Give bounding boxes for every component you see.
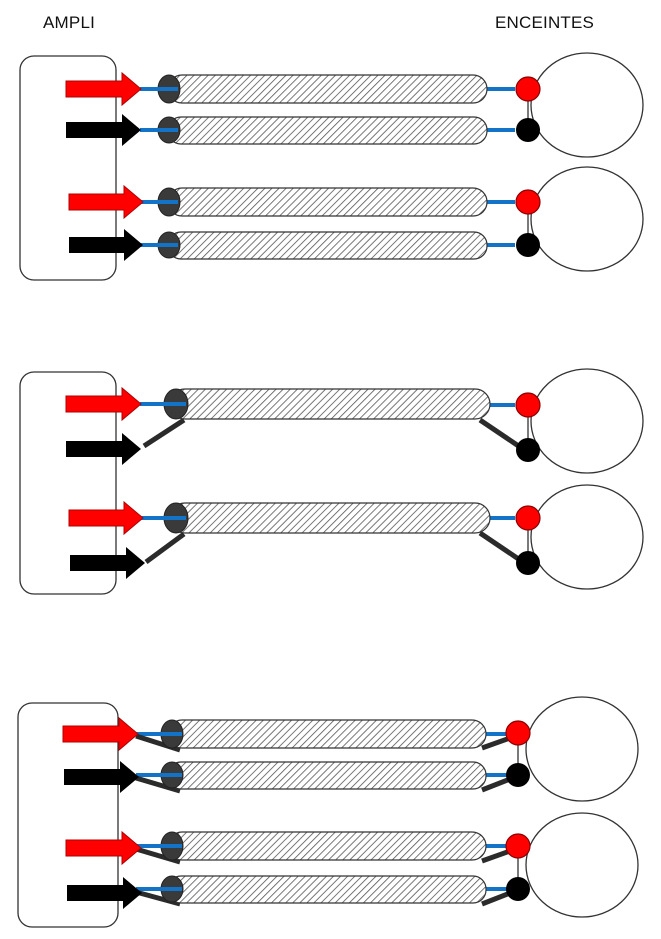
cable <box>167 719 487 749</box>
positive-terminal <box>515 505 541 531</box>
negative-terminal <box>516 118 540 142</box>
negative-strap <box>481 848 511 864</box>
cable <box>169 388 491 420</box>
negative-arrow <box>64 761 139 793</box>
negative-strap <box>144 531 186 565</box>
negative-arrow <box>70 547 145 579</box>
positive-arrow <box>62 716 139 752</box>
cable <box>167 761 487 790</box>
negative-arrow <box>69 229 143 261</box>
positive-arrow <box>68 500 144 536</box>
amplifier-box <box>17 702 119 928</box>
speaker-circle <box>530 484 644 590</box>
positive-terminal <box>505 720 531 746</box>
positive-arrow <box>65 830 142 866</box>
negative-strap <box>481 890 511 907</box>
positive-terminal <box>515 76 541 102</box>
negative-arrow <box>67 877 142 909</box>
negative-strap <box>481 735 511 751</box>
section-3 <box>17 696 639 928</box>
negative-arrow <box>66 114 141 146</box>
amplifier-box <box>19 371 117 595</box>
positive-arrow <box>68 184 144 220</box>
negative-terminal <box>516 551 540 575</box>
cable <box>167 116 488 145</box>
cable <box>167 875 487 904</box>
amplifier-box <box>19 55 117 281</box>
cable <box>167 74 488 104</box>
speaker-circle <box>530 166 644 272</box>
negative-strap <box>478 530 522 563</box>
speaker-circle <box>530 368 644 474</box>
negative-strap <box>135 775 181 794</box>
speakers-label: ENCEINTES <box>495 13 595 32</box>
negative-strap <box>481 776 511 793</box>
cable <box>167 831 487 861</box>
cable <box>167 187 488 217</box>
amplifier-label: AMPLI <box>43 13 96 32</box>
speaker-circle <box>530 52 644 158</box>
negative-terminal <box>516 233 540 257</box>
positive-terminal <box>515 189 541 215</box>
positive-terminal <box>505 833 531 859</box>
negative-terminal <box>506 877 530 901</box>
negative-strap <box>142 417 186 449</box>
positive-arrow <box>65 386 142 422</box>
negative-arrow <box>66 433 141 465</box>
section-2 <box>19 368 644 595</box>
speaker-circle <box>525 812 639 918</box>
cable <box>169 502 491 534</box>
cable <box>167 231 488 260</box>
positive-arrow <box>65 71 142 107</box>
negative-terminal <box>516 438 540 462</box>
negative-terminal <box>506 763 530 787</box>
section-1 <box>19 52 644 281</box>
positive-terminal <box>515 392 541 418</box>
speaker-circle <box>525 696 639 802</box>
negative-strap <box>478 417 522 450</box>
